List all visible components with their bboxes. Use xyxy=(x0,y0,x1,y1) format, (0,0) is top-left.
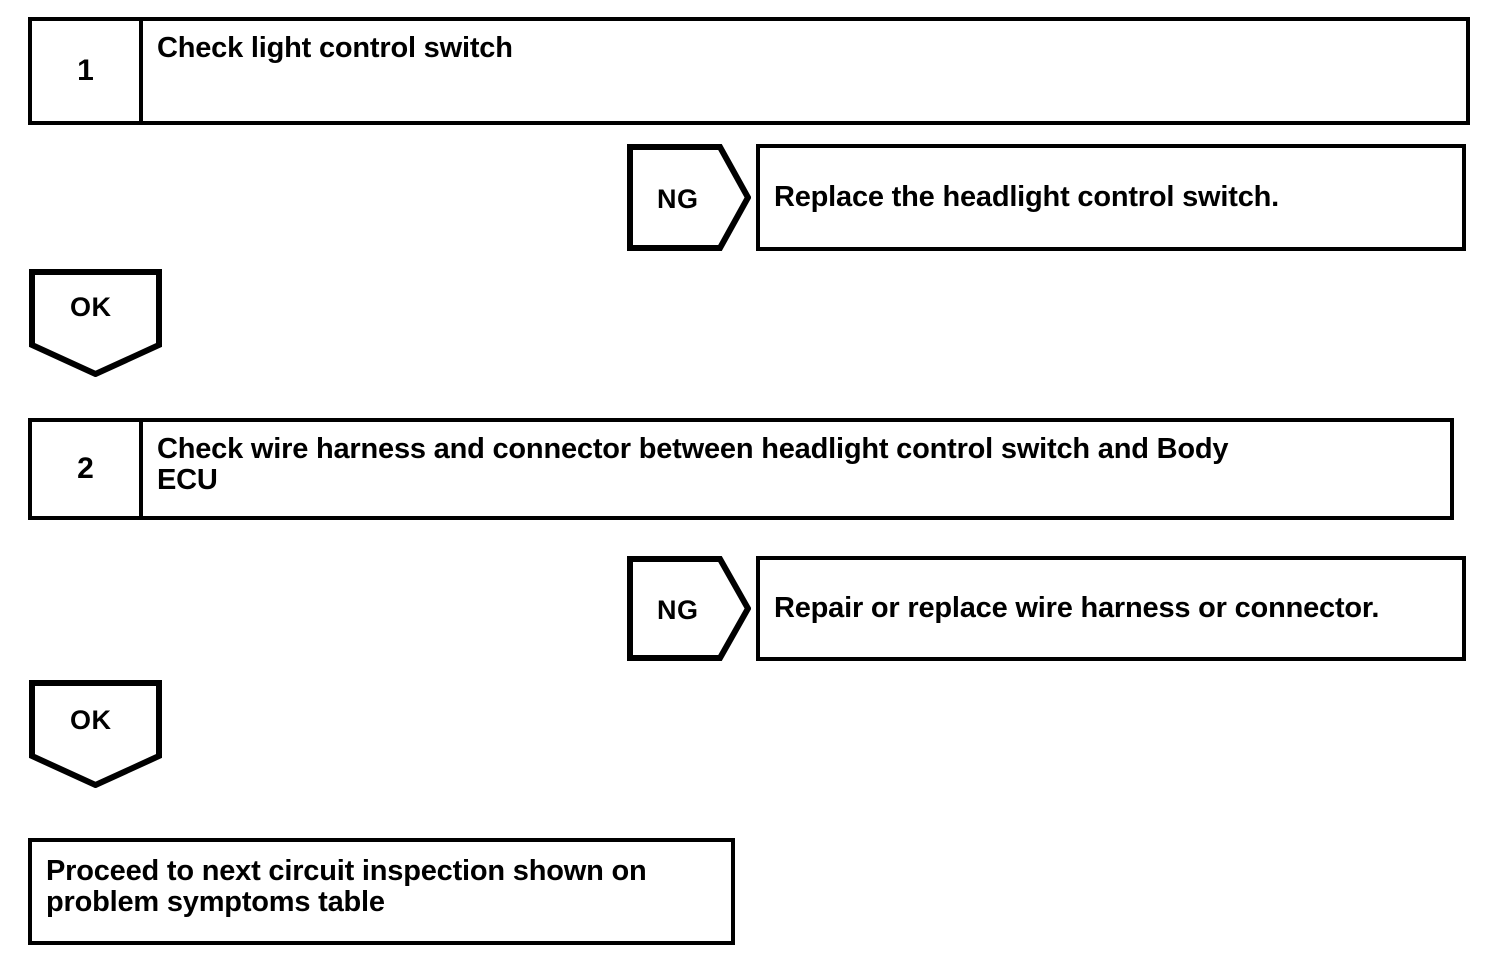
ng-arrow-2 xyxy=(627,556,751,661)
ng-label-2: NG xyxy=(657,595,699,625)
step-number-1: 1 xyxy=(32,21,143,121)
ok-label-1: OK xyxy=(70,292,112,322)
step-box-1: 1 Check light control switch xyxy=(28,17,1470,125)
ng-arrow-1 xyxy=(627,144,751,251)
ok-label-2: OK xyxy=(70,705,112,735)
step-box-2: 2 Check wire harness and connector betwe… xyxy=(28,418,1454,520)
ng-result-box-2: Repair or replace wire harness or connec… xyxy=(756,556,1466,661)
ng-result-box-1: Replace the headlight control switch. xyxy=(756,144,1466,251)
final-result-box: Proceed to next circuit inspection shown… xyxy=(28,838,735,945)
ng-label-1: NG xyxy=(657,184,699,214)
step-number-2: 2 xyxy=(32,422,143,516)
ok-arrow-1 xyxy=(29,269,162,377)
step-text-2: Check wire harness and connector between… xyxy=(157,433,1229,497)
step-text-1: Check light control switch xyxy=(157,32,513,64)
ok-arrow-2 xyxy=(29,680,162,788)
